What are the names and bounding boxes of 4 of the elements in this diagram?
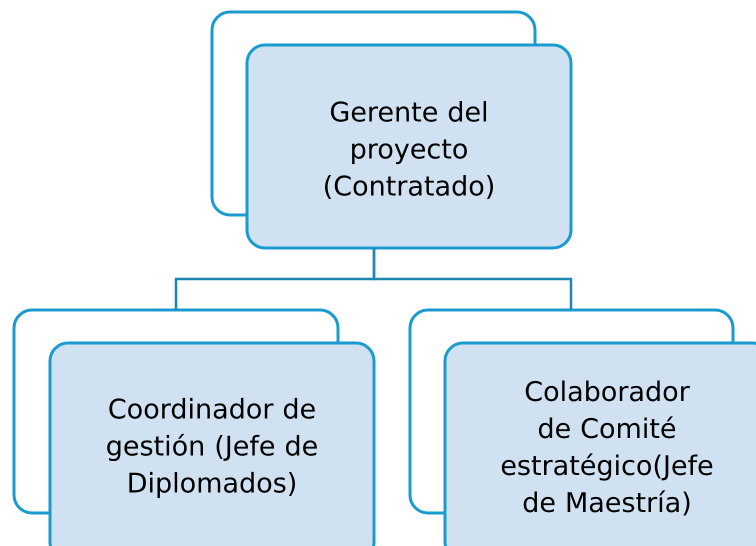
connector-line bbox=[372, 248, 572, 310]
stacked-role-box: Gerente del proyecto (Contratado) bbox=[210, 10, 572, 250]
stacked-role-box: Coordinador de gestión (Jefe de Diplomados) bbox=[12, 308, 376, 546]
stacked-role-box: Colaborador de Comité estratégico(Jefe de Maestría) bbox=[408, 308, 756, 546]
